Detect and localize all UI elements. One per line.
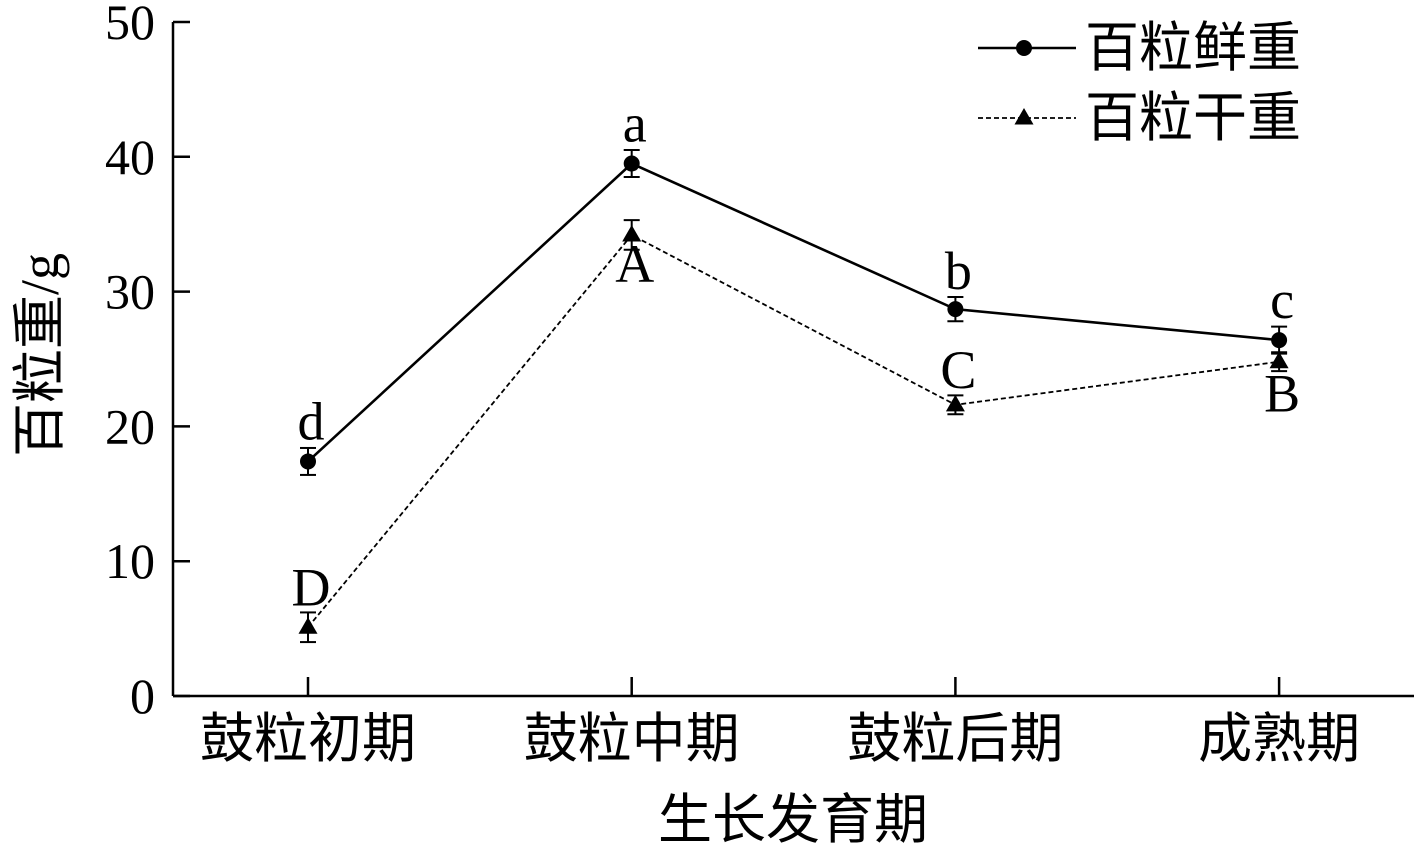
significance-label: B [1264,364,1300,424]
data-point [298,617,318,634]
x-tick-label: 鼓粒初期 [200,709,416,769]
significance-label: A [615,234,654,294]
data-point [945,394,965,412]
dry-weight-series: D A C B [292,219,1300,644]
data-point [623,155,640,172]
y-tick-label: 30 [105,264,155,320]
y-axis-title: 百粒重/g [10,253,70,457]
series-layer: d a b cD A C B [292,94,1300,644]
x-axis-title: 生长发育期 [658,790,928,849]
legend-label: 百粒干重 [1085,88,1301,148]
y-tick-label: 20 [105,398,155,454]
significance-label: C [940,340,976,400]
x-tick-label: 成熟期 [1198,709,1360,769]
data-point [947,301,964,318]
y-tick-label: 0 [130,668,155,724]
x-tick-label: 鼓粒后期 [847,709,1063,769]
data-point [1269,351,1289,369]
significance-label: D [292,557,331,617]
legend-marker [1016,40,1032,56]
significance-label: c [1270,270,1294,330]
y-tick-label: 50 [105,0,155,50]
data-point [1271,332,1288,349]
significance-label: d [298,391,325,451]
fresh-weight-series: d a b c [298,94,1294,476]
data-point [300,453,316,470]
legend-item-fresh-weight: 百粒鲜重 [978,18,1301,78]
legend-item-dry-weight: 百粒干重 [978,88,1301,148]
significance-label: a [623,94,647,154]
significance-label: b [945,241,972,301]
legend-marker [1014,108,1034,125]
y-tick-label: 40 [105,129,155,185]
y-tick-label: 10 [105,533,155,589]
data-point [622,224,642,242]
legend-label: 百粒鲜重 [1085,18,1301,78]
x-tick-label: 鼓粒中期 [524,709,740,769]
axes: 0 10 20 30 40 50 鼓粒初期 鼓粒中期 鼓粒后期 成熟期 [105,0,1414,769]
dry-weight-line [307,233,1280,628]
fresh-weight-line [307,162,1280,463]
